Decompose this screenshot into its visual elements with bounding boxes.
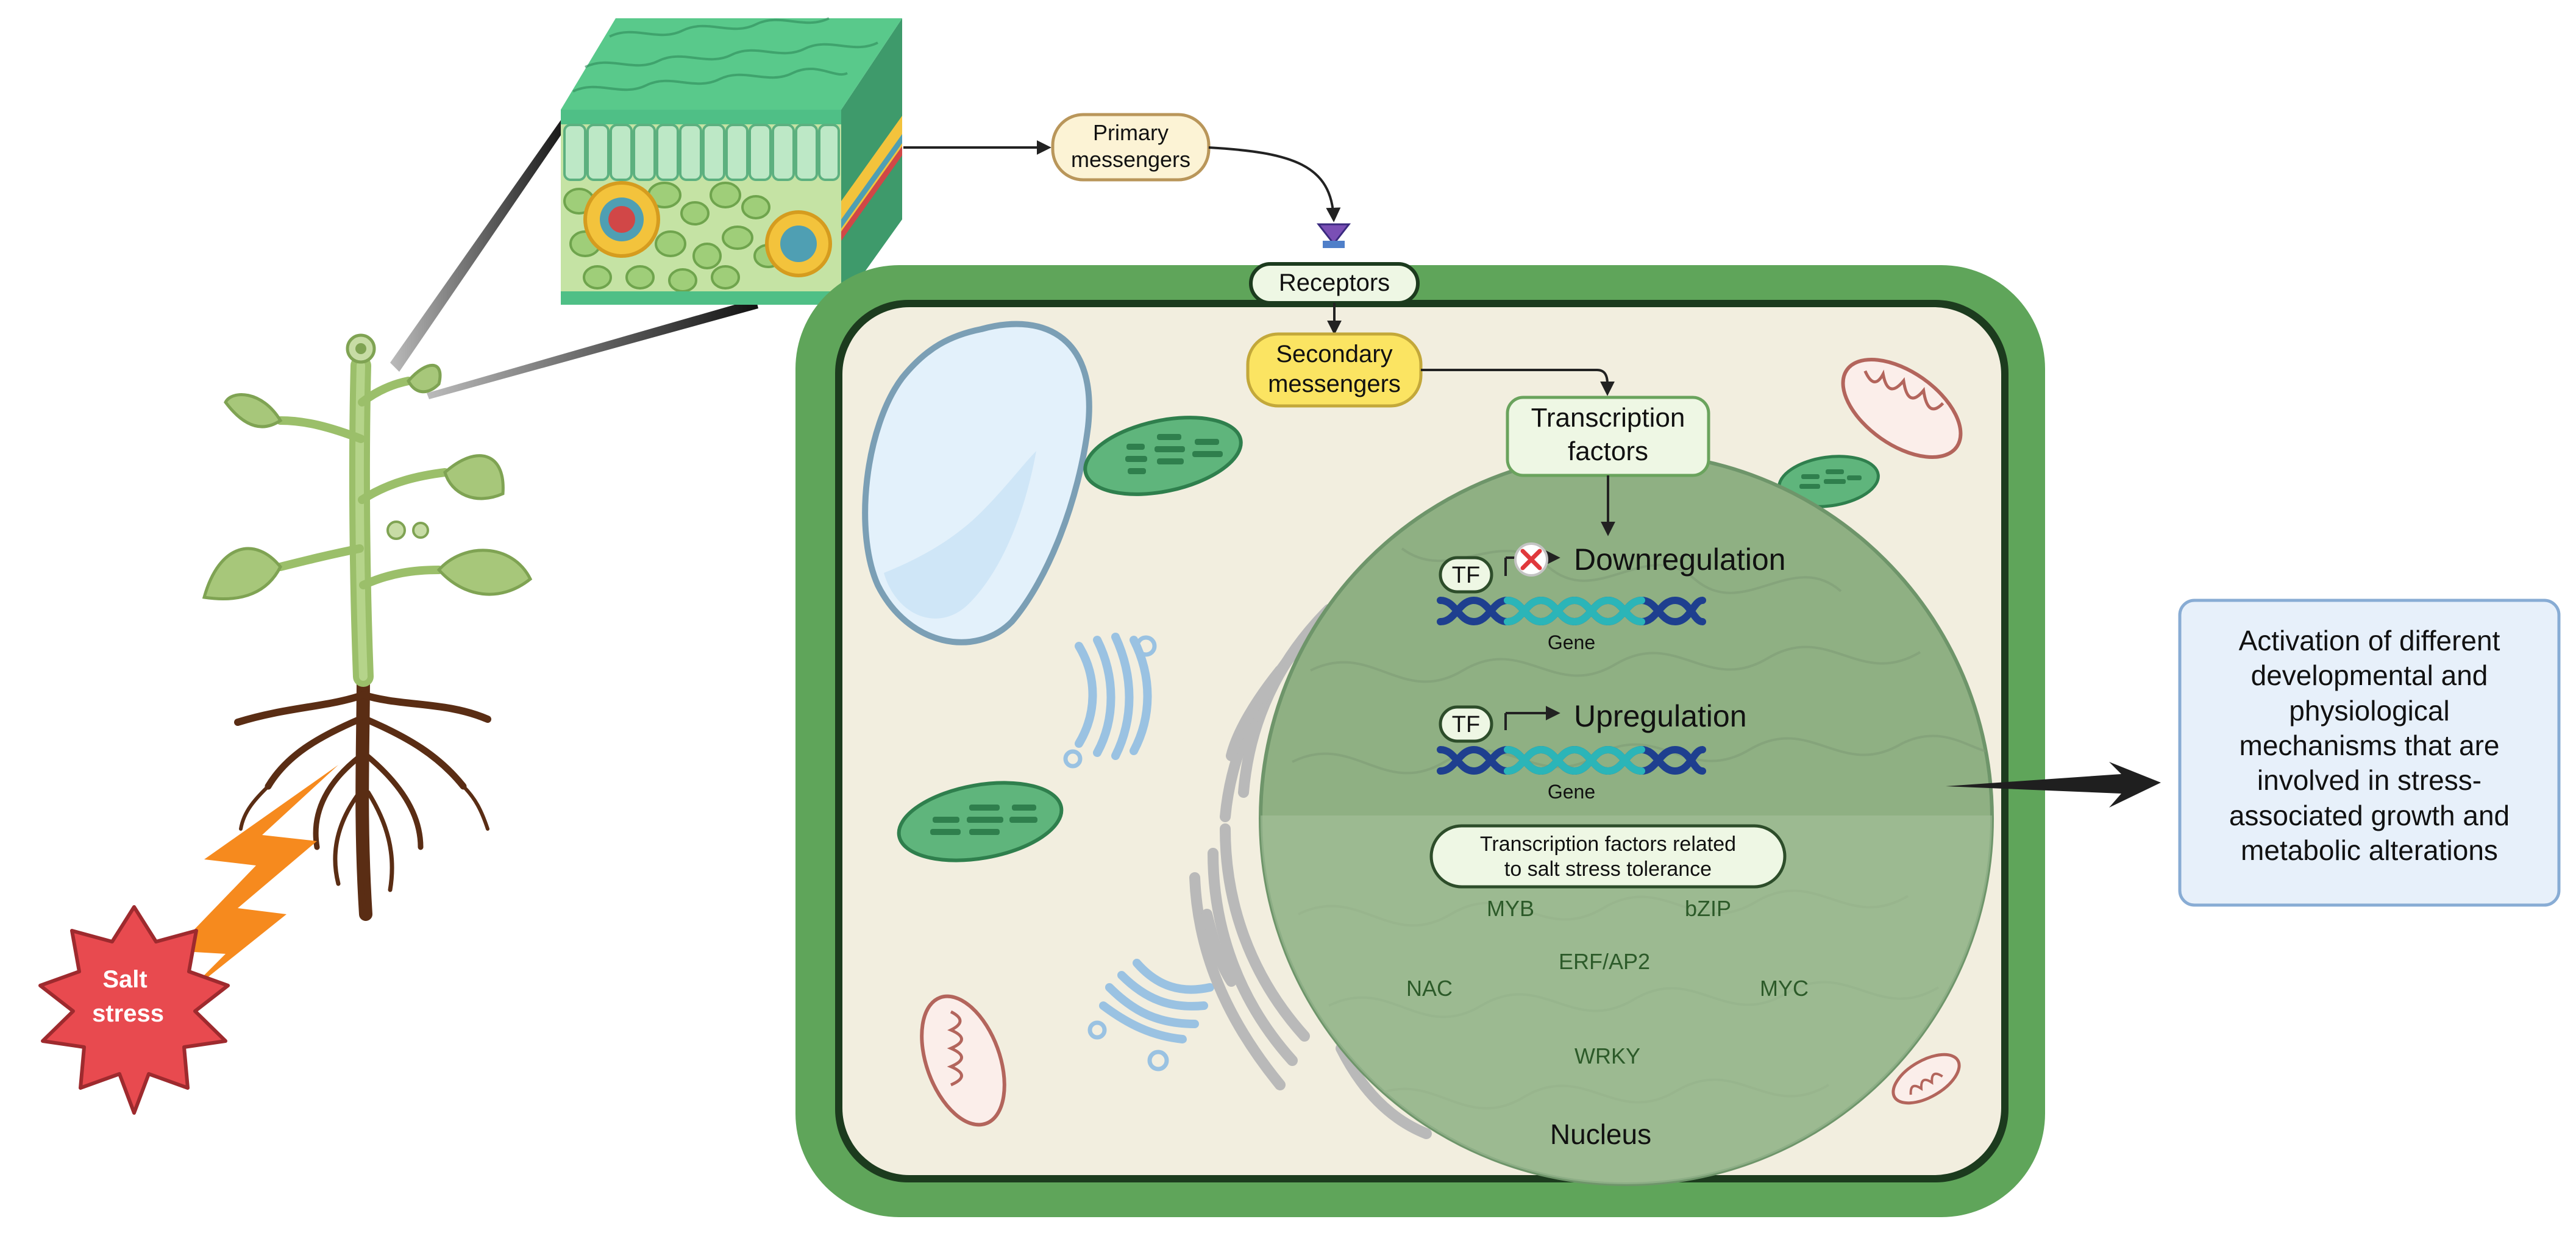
secondary-messengers-line1: Secondary bbox=[1276, 341, 1392, 368]
leaf-cross-section bbox=[561, 17, 902, 305]
outcome-text: Activation of different developmental an… bbox=[2229, 625, 2510, 866]
salt-tf-label-line1: Transcription factors related bbox=[1480, 833, 1736, 856]
golgi-apparatus bbox=[1087, 959, 1214, 1071]
salt-stress-label-line2: stress bbox=[92, 1000, 164, 1027]
arrow-primary-to-receptor bbox=[1208, 146, 1341, 222]
salt-stress-burst: Salt stress bbox=[38, 905, 230, 1115]
primary-messengers-box bbox=[1051, 113, 1211, 182]
plant-roots bbox=[234, 670, 491, 921]
receptors-label: Receptors bbox=[1279, 269, 1390, 296]
tf-family-nac: NAC bbox=[1406, 976, 1453, 1001]
mitochondrion bbox=[920, 994, 1006, 1127]
inhibition-icon bbox=[1514, 542, 1548, 577]
tf-family-myc: MYC bbox=[1760, 976, 1809, 1001]
transcription-factors-line2: factors bbox=[1568, 436, 1648, 466]
transcription-factors-line1: Transcription bbox=[1531, 403, 1685, 433]
lightning-bolt bbox=[174, 765, 338, 1000]
vacuole bbox=[862, 321, 1092, 645]
upregulation-block: TF Upregulation Gene bbox=[1437, 699, 1747, 803]
tf-families: MYB bZIP ERF/AP2 NAC MYC WRKY bbox=[1406, 896, 1809, 1068]
dna-icon bbox=[1437, 745, 1706, 775]
outcome-line: metabolic alterations bbox=[2241, 834, 2498, 866]
outcome-line: involved in stress- bbox=[2257, 764, 2482, 796]
salt-tf-label-line2: to salt stress tolerance bbox=[1504, 858, 1712, 881]
chloroplast bbox=[1083, 416, 1243, 496]
receptor-icon bbox=[1316, 223, 1351, 248]
tf-badge-label: TF bbox=[1452, 712, 1480, 737]
outcome-line: developmental and bbox=[2251, 659, 2488, 691]
salt-stress-label-line1: Salt bbox=[102, 966, 147, 993]
outcome-box bbox=[2178, 599, 2561, 907]
golgi-apparatus bbox=[1063, 633, 1157, 769]
outcome-line: mechanisms that are bbox=[2240, 730, 2500, 761]
mitochondrion bbox=[1891, 1053, 1961, 1105]
tf-family-erf-ap2: ERF/AP2 bbox=[1559, 949, 1650, 974]
salt-tf-box bbox=[1429, 824, 1787, 889]
primary-messengers-line1: Primary bbox=[1093, 120, 1169, 145]
outcome-line: physiological bbox=[2289, 695, 2449, 727]
chloroplast bbox=[897, 781, 1064, 862]
tf-badge bbox=[1439, 705, 1493, 743]
tf-badge-label: TF bbox=[1452, 563, 1480, 588]
downregulation-label: Downregulation bbox=[1574, 542, 1785, 577]
outcome-arrow bbox=[1946, 762, 2161, 808]
primary-messengers-line2: messengers bbox=[1071, 147, 1190, 172]
dna-icon bbox=[1437, 596, 1706, 626]
tf-family-wrky: WRKY bbox=[1574, 1043, 1640, 1068]
plant-illustration bbox=[202, 333, 533, 921]
secondary-messengers-line2: messengers bbox=[1268, 371, 1401, 397]
tf-family-myb: MYB bbox=[1487, 896, 1534, 921]
outcome-line: Activation of different bbox=[2239, 625, 2500, 656]
tf-badge bbox=[1439, 556, 1493, 594]
nucleus-label: Nucleus bbox=[1550, 1118, 1651, 1150]
downregulation-block: TF Downregulation Gene bbox=[1437, 542, 1785, 653]
arrow-secondary-to-tf bbox=[1421, 369, 1615, 396]
gene-label: Gene bbox=[1548, 631, 1595, 653]
outcome-line: associated growth and bbox=[2229, 800, 2510, 831]
upregulation-label: Upregulation bbox=[1574, 699, 1747, 733]
gene-label: Gene bbox=[1548, 781, 1595, 803]
endoplasmic-reticulum bbox=[1189, 604, 1432, 1139]
mitochondrion bbox=[1841, 358, 1963, 459]
plant-leaves bbox=[202, 363, 533, 601]
tf-family-bzip: bZIP bbox=[1685, 896, 1731, 921]
zoom-lines bbox=[390, 116, 758, 399]
